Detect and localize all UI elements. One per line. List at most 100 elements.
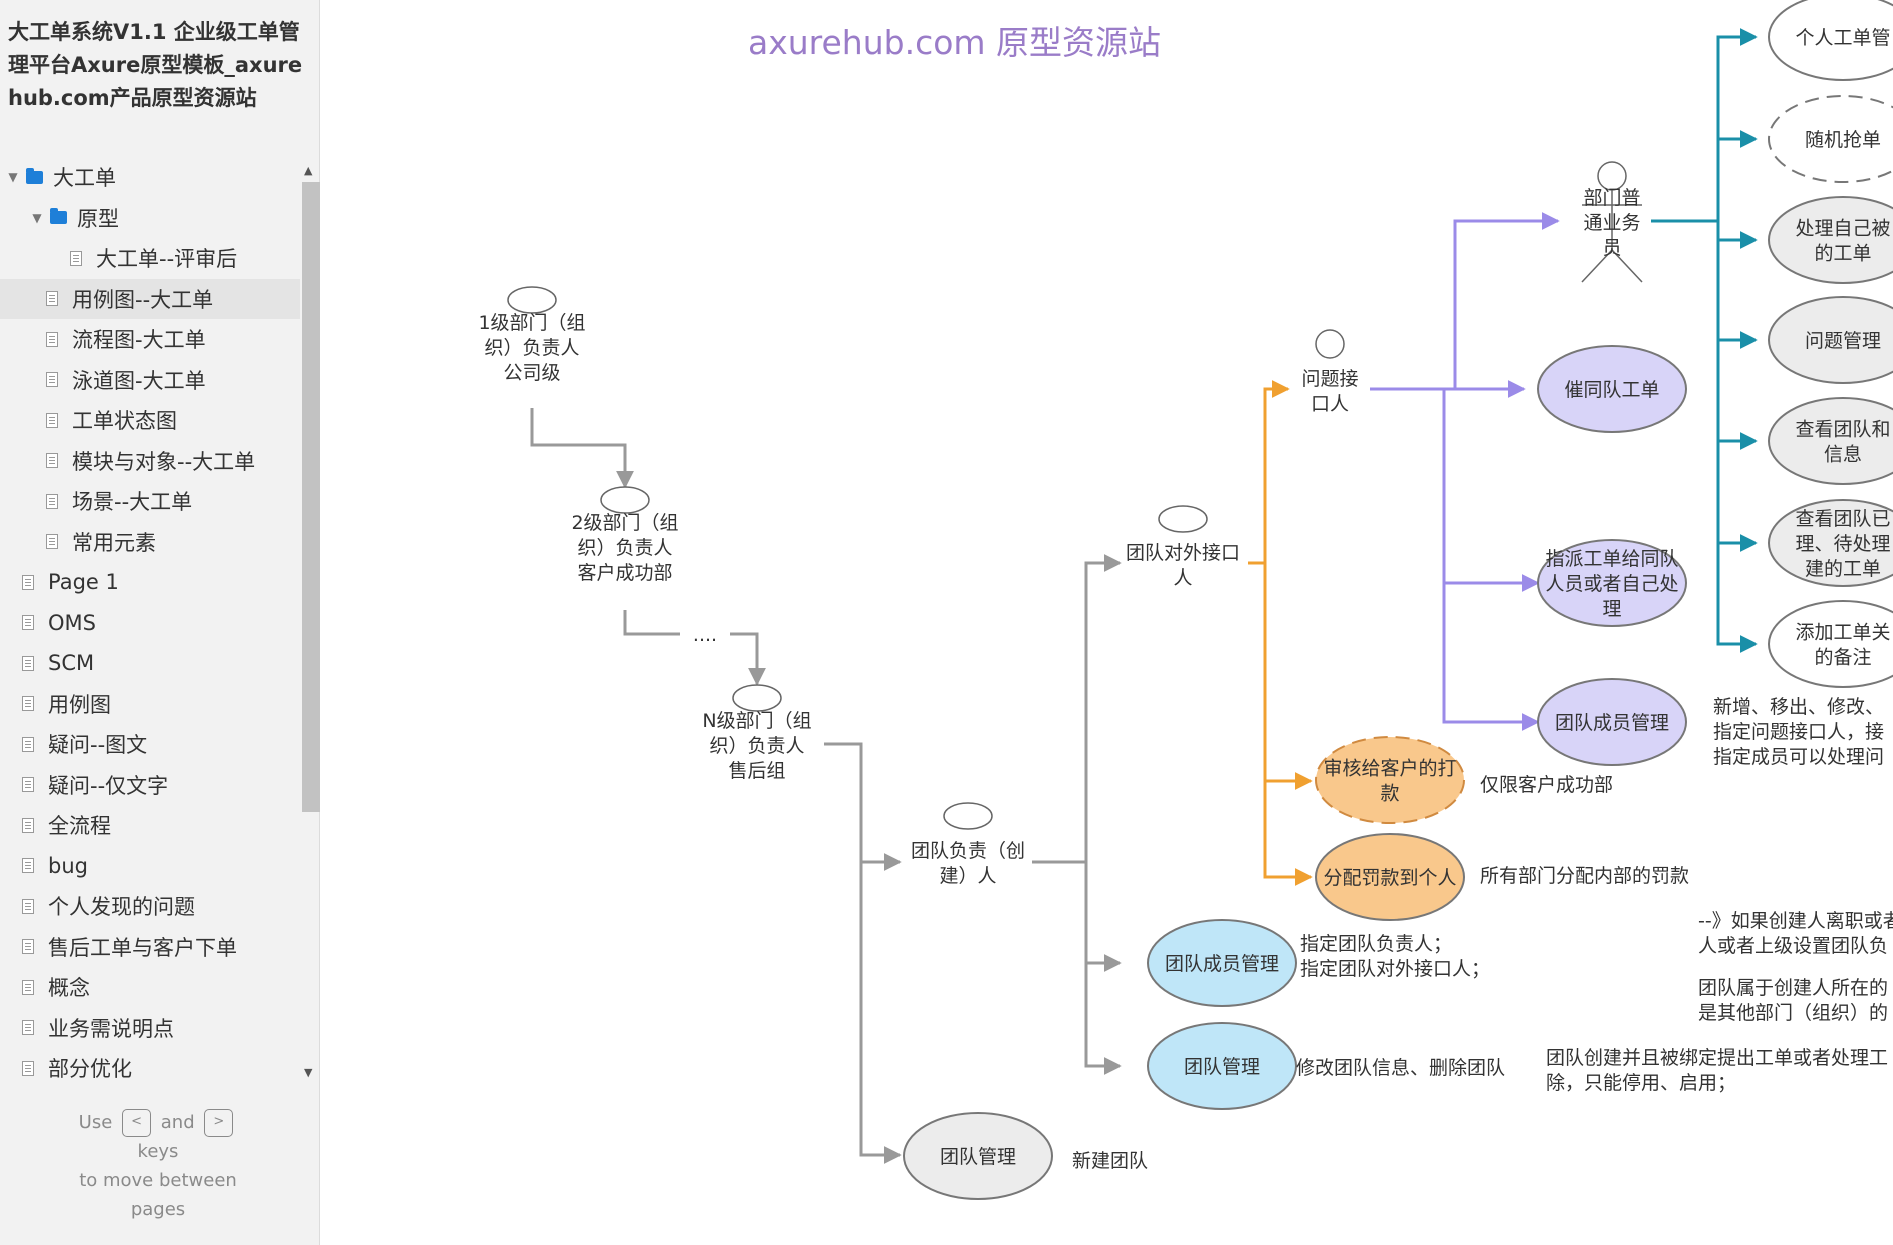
usecase-team-member-manage-label: 团队成员管理	[1165, 953, 1279, 975]
tree-item[interactable]: Page 1	[0, 562, 300, 603]
usecase-assign-order-label: 人员或者自己处	[1545, 573, 1678, 595]
page-icon	[22, 898, 34, 914]
usecase-assign-order-label: 理	[1602, 598, 1621, 620]
tree-item[interactable]: 部分优化	[0, 1048, 300, 1082]
hint-keys: keys	[137, 1141, 179, 1162]
tree-item[interactable]: 用例图--大工单	[0, 278, 300, 319]
scroll-down-arrow-icon[interactable]: ▼	[304, 1066, 313, 1079]
tree-item[interactable]: 疑问--仅文字	[0, 765, 300, 806]
note-edit-team: 修改团队信息、删除团队	[1296, 1057, 1505, 1079]
tree-item-label: 售后工单与客户下单	[48, 935, 237, 960]
actor-head-lead[interactable]	[943, 802, 993, 830]
caret-down-icon[interactable]: ▼	[32, 210, 42, 225]
tree-item[interactable]: 全流程	[0, 805, 300, 846]
tree-item-label: 场景--大工单	[72, 490, 193, 515]
note-belong: 是其他部门（组织）的	[1698, 1002, 1888, 1024]
tree-item[interactable]: 场景--大工单	[0, 481, 300, 522]
tree-item-label: 部分优化	[48, 1057, 132, 1082]
actor-member-label: 部门普	[1583, 187, 1640, 209]
usecase-review-payment-label: 审核给客户的打	[1323, 758, 1456, 780]
tree-item[interactable]: SCM	[0, 643, 300, 684]
tree-scrollbar[interactable]: ▲ ▼	[300, 164, 320, 1084]
connector-line	[1248, 380, 1290, 565]
tree-item[interactable]: 个人发现的问题	[0, 886, 300, 927]
usecase-random-grab-label: 随机抢单	[1805, 129, 1881, 151]
note-member2: 指定问题接口人，接	[1713, 721, 1884, 743]
tree-item-label: 模块与对象--大工单	[72, 449, 256, 474]
tree-item[interactable]: 大工单--评审后	[0, 238, 300, 279]
caret-down-icon[interactable]: ▼	[8, 170, 18, 185]
actor-receiver-label: 问题接	[1301, 368, 1358, 390]
actor-head-a2[interactable]	[600, 486, 650, 514]
connector-line	[1716, 130, 1758, 221]
actor-a2-label: 织）负责人	[577, 537, 672, 559]
actor-receiver-label: 口人	[1311, 393, 1349, 415]
usecase-issue-manage[interactable]	[1768, 296, 1893, 384]
usecase-random-grab[interactable]	[1768, 95, 1893, 183]
tree-item[interactable]: ▼原型	[0, 198, 300, 239]
usecase-assign-order[interactable]	[1537, 539, 1687, 627]
actor-a1-label: 1级部门（组	[478, 312, 585, 334]
actor-head-a1[interactable]	[507, 286, 557, 314]
connector-line	[1442, 583, 1540, 731]
usecase-handle-own[interactable]	[1768, 196, 1893, 284]
actor-head-contact[interactable]	[1158, 505, 1208, 533]
tree-item-label: 常用元素	[72, 530, 156, 555]
tree-item[interactable]: 售后工单与客户下单	[0, 927, 300, 968]
note-member2: 指定成员可以处理问	[1713, 746, 1884, 768]
tree-item[interactable]: 流程图-大工单	[0, 319, 300, 360]
usecase-urge-team-label: 催同队工单	[1564, 379, 1659, 401]
actor-head-member[interactable]	[1597, 161, 1627, 191]
scroll-up-arrow-icon[interactable]: ▲	[304, 164, 313, 177]
tree-item[interactable]: bug	[0, 846, 300, 887]
tree-item[interactable]: 概念	[0, 967, 300, 1008]
actor-head-receiver[interactable]	[1315, 329, 1345, 359]
hint-tail1: to move between	[79, 1170, 237, 1191]
tree-item-label: 概念	[48, 976, 90, 1001]
actor-dots-label: ....	[693, 624, 717, 646]
tree-item[interactable]: 常用元素	[0, 522, 300, 563]
usecase-team-manage-edit[interactable]	[1147, 1022, 1297, 1110]
usecase-personal-order[interactable]	[1768, 0, 1893, 81]
tree-item[interactable]: 用例图	[0, 684, 300, 725]
page-icon	[22, 736, 34, 752]
usecase-personal-order-label: 个人工单管	[1795, 27, 1890, 49]
connector-line	[1084, 963, 1122, 1075]
connector-line	[1370, 212, 1560, 391]
tree-item-label: 用例图	[48, 692, 111, 717]
usecase-view-team-order[interactable]	[1768, 499, 1893, 587]
tree-item-label: 业务需说明点	[48, 1016, 174, 1041]
usecase-team-member-manage2[interactable]	[1537, 678, 1687, 766]
tree-item[interactable]: 疑问--图文	[0, 724, 300, 765]
note-leave: 人或者上级设置团队负	[1698, 935, 1888, 957]
usecase-urge-team[interactable]	[1537, 345, 1687, 433]
actor-lead-label: 建）人	[939, 865, 996, 887]
tree-item[interactable]: OMS	[0, 603, 300, 644]
actor-head-an[interactable]	[732, 684, 782, 712]
page-icon	[22, 655, 34, 671]
tree-item[interactable]: 泳道图-大工单	[0, 360, 300, 401]
tree-item[interactable]: 模块与对象--大工单	[0, 441, 300, 482]
actor-lead-label: 团队负责（创	[911, 840, 1025, 862]
connector-line	[1716, 221, 1758, 653]
note-member: 指定团队负责人；	[1300, 933, 1452, 955]
usecase-review-payment[interactable]	[1315, 736, 1465, 824]
tree-item[interactable]: 业务需说明点	[0, 1008, 300, 1049]
tree-item-label: 泳道图-大工单	[72, 368, 206, 393]
usecase-team-manage-new[interactable]	[903, 1112, 1053, 1200]
tree-item[interactable]: ▼大工单	[0, 157, 300, 198]
tree-item[interactable]: 工单状态图	[0, 400, 300, 441]
scroll-thumb[interactable]	[302, 182, 320, 812]
page-icon	[22, 979, 34, 995]
actor-member-legs	[1581, 248, 1643, 283]
page-icon	[70, 250, 82, 266]
actor-a1-label: 公司级	[503, 362, 560, 384]
usecase-add-note[interactable]	[1768, 600, 1893, 688]
connector-line	[1716, 221, 1758, 249]
usecase-team-member-manage[interactable]	[1147, 919, 1297, 1007]
folder-icon	[26, 167, 43, 184]
usecase-assign-penalty[interactable]	[1315, 833, 1465, 921]
usecase-view-team[interactable]	[1768, 397, 1893, 485]
usecase-add-note-label: 的备注	[1814, 647, 1871, 669]
usecase-team-manage-new-label: 团队管理	[940, 1146, 1016, 1168]
